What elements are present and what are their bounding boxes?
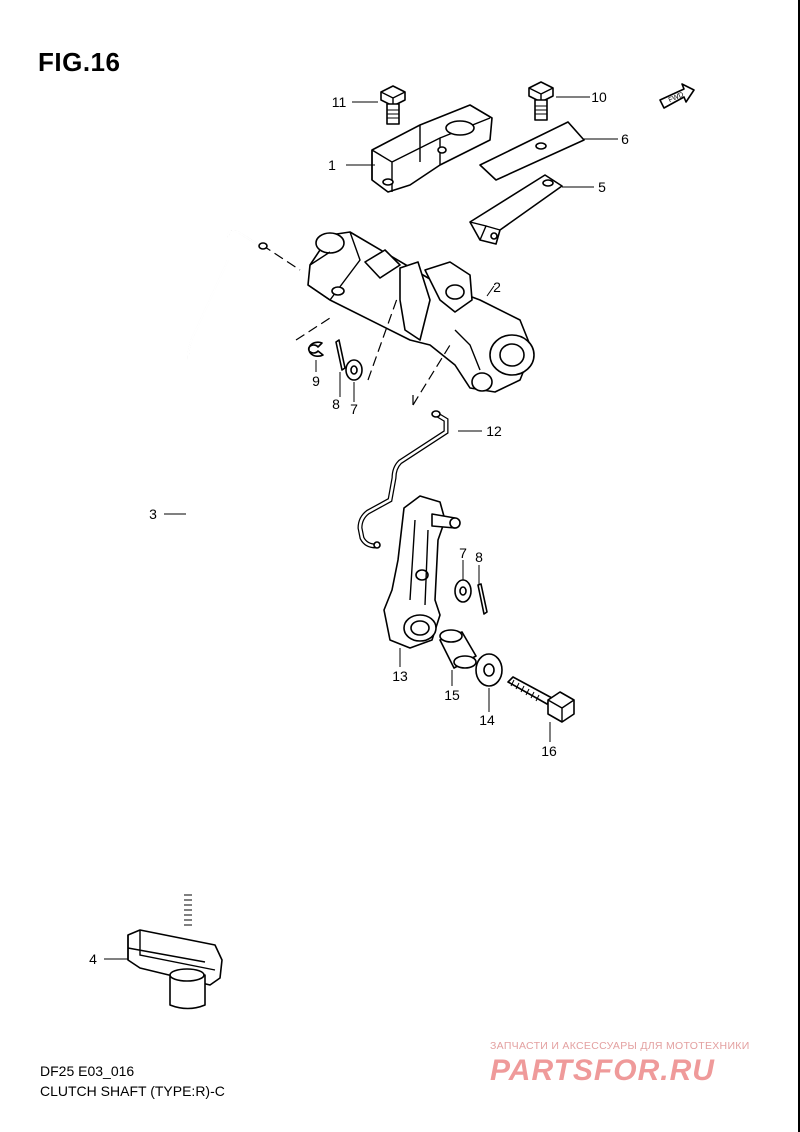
part-2-clutch-lever-assembly xyxy=(307,231,535,393)
callout-7-upper: 7 xyxy=(350,401,358,417)
callout-16: 16 xyxy=(541,743,557,759)
callout-2: 2 xyxy=(493,279,501,295)
assembly-guide-lines xyxy=(261,244,451,406)
part-10-bolt xyxy=(528,81,554,121)
callout-6: 6 xyxy=(621,131,629,147)
part-9-e-ring xyxy=(307,341,324,358)
part-8-cotter-pin-upper xyxy=(335,339,346,371)
callout-leader-lines xyxy=(104,96,618,960)
part-15-collar xyxy=(439,629,477,669)
callout-13: 13 xyxy=(392,668,408,684)
part-14-washer xyxy=(475,653,503,687)
figure-title: FIG.16 xyxy=(38,47,121,77)
callout-12: 12 xyxy=(486,423,502,439)
callout-15: 15 xyxy=(444,687,460,703)
part-16-bolt xyxy=(507,676,575,723)
part-13-clutch-lever xyxy=(383,495,461,649)
part-4-rod-clip xyxy=(127,929,223,1010)
watermark-tagline: ЗАПЧАСТИ И АКСЕССУАРЫ ДЛЯ МОТОТЕХНИКИ xyxy=(490,1040,750,1052)
watermark-site-logo: PARTSFOR.RU xyxy=(490,1054,715,1087)
callout-4: 4 xyxy=(89,951,97,967)
fwd-arrow-icon: FWD xyxy=(659,83,695,109)
callout-1: 1 xyxy=(328,157,336,173)
callout-7-lower: 7 xyxy=(459,545,467,561)
part-7-washer-lower xyxy=(454,579,472,603)
part-7-washer-upper xyxy=(345,359,363,381)
callout-11: 11 xyxy=(331,94,347,110)
callout-8-upper: 8 xyxy=(332,396,340,412)
model-code: DF25 E03_016 xyxy=(40,1063,135,1079)
figure-description: CLUTCH SHAFT (TYPE:R)-C xyxy=(40,1083,225,1099)
callout-14: 14 xyxy=(479,712,495,728)
callout-3: 3 xyxy=(149,506,157,522)
callout-5: 5 xyxy=(598,179,606,195)
callout-8-lower: 8 xyxy=(475,549,483,565)
callout-9: 9 xyxy=(312,373,320,389)
part-3-clutch-rod xyxy=(184,229,268,926)
part-8-cotter-pin-lower xyxy=(477,583,488,615)
part-6-plate xyxy=(479,121,585,181)
part-5-bracket xyxy=(469,174,563,245)
part-11-bolt xyxy=(380,85,406,125)
fwd-label: FWD xyxy=(668,91,685,104)
part-12-link-rod xyxy=(357,410,449,549)
callout-10: 10 xyxy=(591,89,607,105)
